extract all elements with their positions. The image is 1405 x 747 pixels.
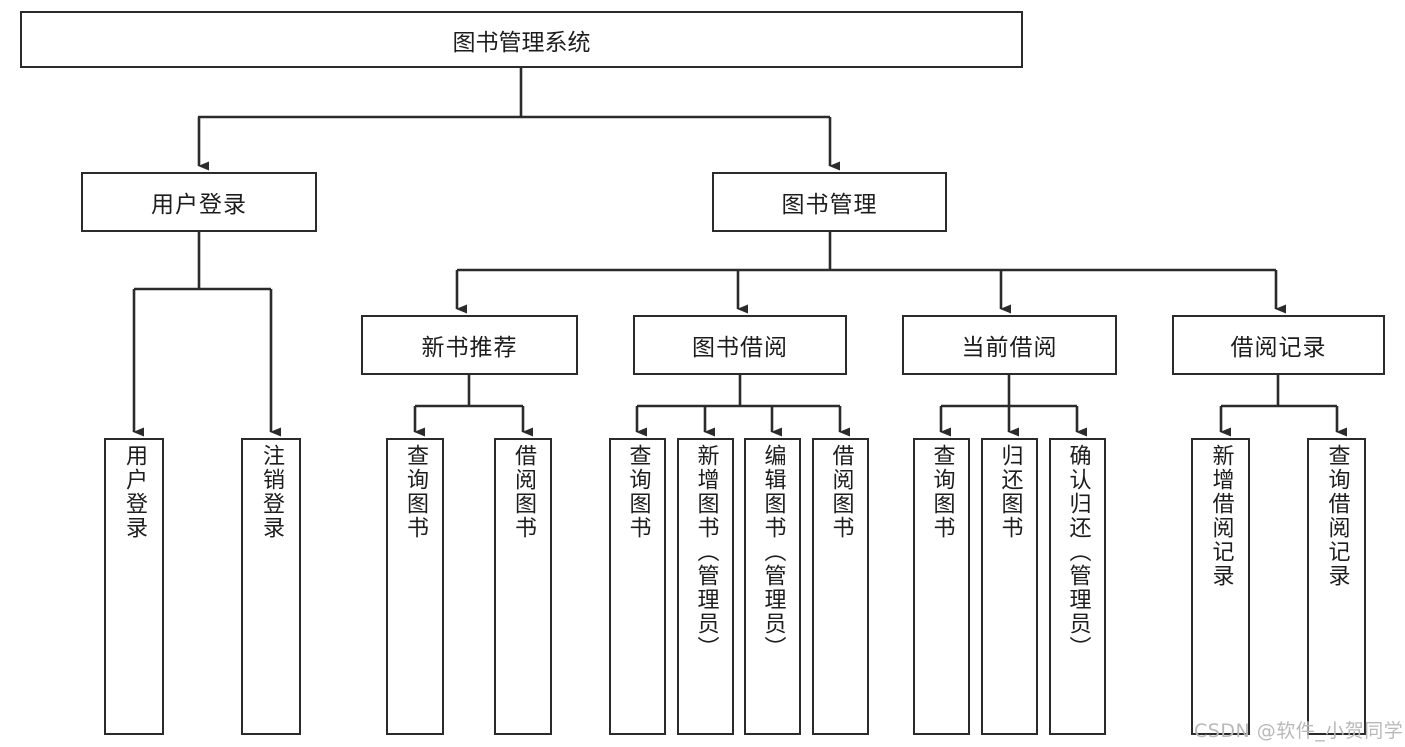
node-leaf-query-record[interactable]: 查询借阅记录: [1307, 438, 1366, 735]
node-label: 图书借阅: [692, 335, 788, 361]
node-borrow-record[interactable]: 借阅记录: [1172, 315, 1385, 375]
node-new-book-recommend[interactable]: 新书推荐: [361, 315, 578, 375]
node-label: 借阅记录: [1230, 335, 1327, 361]
node-label: 查询图书: [625, 444, 651, 540]
node-leaf-query-book-3[interactable]: 查询图书: [913, 438, 970, 735]
node-leaf-user-login[interactable]: 用户登录: [104, 438, 164, 735]
node-label: 当前借阅: [961, 335, 1058, 361]
node-label: 新增借阅记录: [1208, 444, 1234, 588]
node-label: 新增图书（管理员）: [693, 444, 719, 660]
node-label: 新书推荐: [421, 335, 518, 361]
node-current-borrow[interactable]: 当前借阅: [902, 315, 1117, 375]
node-leaf-add-record[interactable]: 新增借阅记录: [1191, 438, 1250, 735]
node-label: 查询图书: [402, 444, 428, 540]
node-leaf-borrow-book-2[interactable]: 借阅图书: [812, 438, 869, 735]
node-label: 用户登录: [151, 192, 247, 218]
node-label: 查询借阅记录: [1324, 444, 1350, 588]
watermark-text: CSDN @软件_小贺同学: [1194, 720, 1404, 742]
node-book-manage[interactable]: 图书管理: [712, 172, 947, 232]
node-leaf-add-book[interactable]: 新增图书（管理员）: [677, 438, 734, 735]
node-root-book-management-system[interactable]: 图书管理系统: [20, 11, 1023, 68]
node-label: 查询图书: [929, 444, 955, 540]
node-label: 图书管理系统: [452, 29, 591, 56]
node-user-login[interactable]: 用户登录: [81, 172, 317, 232]
node-leaf-query-book-1[interactable]: 查询图书: [386, 438, 444, 735]
node-leaf-edit-book[interactable]: 编辑图书（管理员）: [744, 438, 801, 735]
node-label: 归还图书: [997, 444, 1023, 540]
node-label: 确认归还（管理员）: [1065, 444, 1091, 660]
node-leaf-borrow-book-1[interactable]: 借阅图书: [494, 438, 552, 735]
node-label: 编辑图书（管理员）: [760, 444, 786, 660]
node-label: 注销登录: [258, 444, 284, 540]
node-label: 借阅图书: [828, 444, 854, 540]
node-leaf-user-logout[interactable]: 注销登录: [241, 438, 301, 735]
node-leaf-query-book-2[interactable]: 查询图书: [609, 438, 666, 735]
node-label: 用户登录: [121, 444, 147, 540]
node-leaf-confirm-return[interactable]: 确认归还（管理员）: [1049, 438, 1106, 735]
node-label: 借阅图书: [510, 444, 536, 540]
node-leaf-return-book[interactable]: 归还图书: [981, 438, 1038, 735]
node-book-borrow[interactable]: 图书借阅: [633, 315, 847, 375]
node-label: 图书管理: [781, 192, 878, 218]
